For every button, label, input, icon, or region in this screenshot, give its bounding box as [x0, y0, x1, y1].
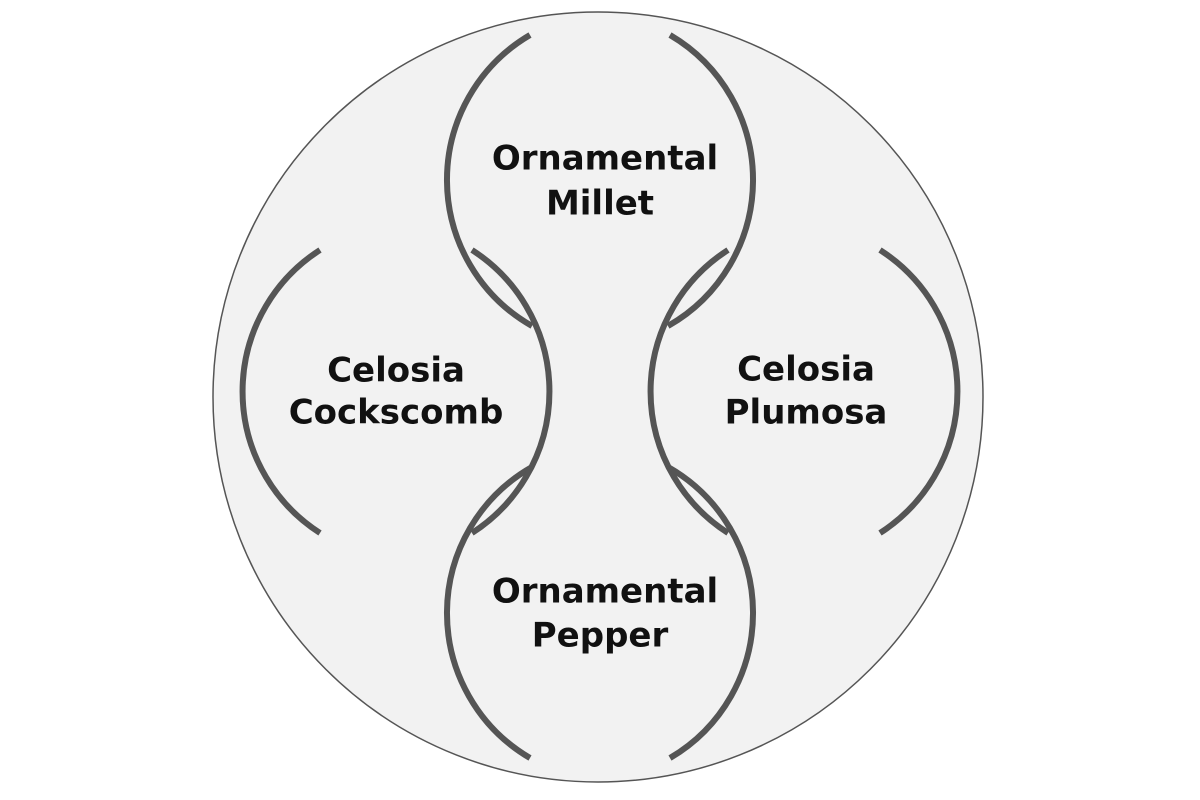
bottom-arc-left: [444, 464, 534, 761]
bottom-arc-right: [666, 464, 756, 761]
top-arc-left: [444, 32, 534, 329]
right-arc-inner: [647, 247, 730, 536]
node-bottom-arcs: [444, 464, 756, 761]
node-left-line1: Celosia: [327, 351, 465, 391]
left-arc-outer: [239, 247, 322, 536]
node-right-arcs: [647, 247, 961, 536]
node-bottom: Ornamental Pepper: [492, 572, 718, 656]
left-arc-inner: [470, 247, 553, 536]
right-arc-outer: [878, 247, 961, 536]
node-bottom-line2: Pepper: [532, 616, 669, 656]
node-left: Celosia Cockscomb: [289, 351, 504, 433]
node-right: Celosia Plumosa: [725, 350, 888, 433]
node-top-line2: Millet: [546, 184, 654, 224]
node-top: Ornamental Millet: [492, 139, 718, 224]
node-bottom-line1: Ornamental: [492, 572, 718, 612]
outer-circle: [212, 11, 984, 783]
node-top-arcs: [444, 32, 756, 329]
top-arc-right: [666, 32, 756, 329]
node-right-line2: Plumosa: [725, 393, 888, 433]
node-top-line1: Ornamental: [492, 139, 718, 179]
node-left-arcs: [239, 247, 553, 536]
node-left-line2: Cockscomb: [289, 393, 504, 433]
node-right-line1: Celosia: [737, 350, 875, 390]
